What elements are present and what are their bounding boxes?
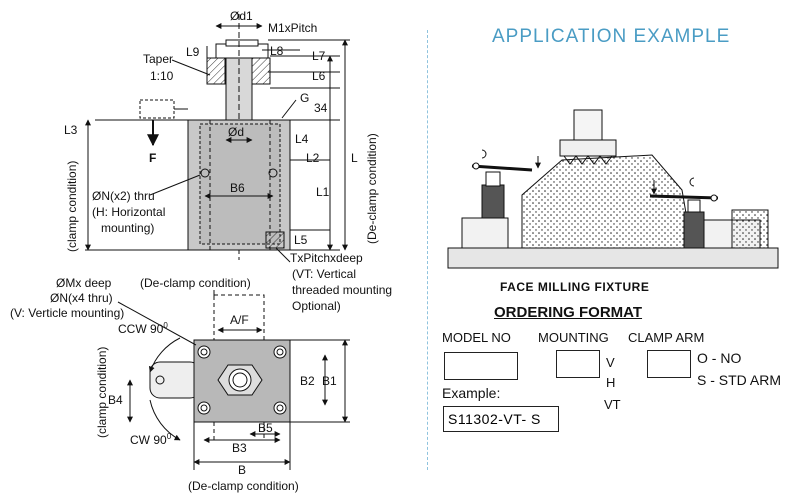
label-h-mount: (H: Horizontal (92, 205, 165, 219)
label-d1: Ød1 (230, 9, 253, 23)
label-n4: ØN(x4 thru) (50, 291, 113, 305)
mounting-option-h: H (606, 375, 616, 390)
technical-drawing: Ød1 M1xPitch L9 L8 L7 L6 Taper 1:10 G 34… (10, 9, 392, 493)
model-no-box (444, 352, 518, 380)
label-declamp-bottom: (De-clamp condition) (188, 479, 299, 493)
label-m1: M1xPitch (268, 21, 317, 35)
clamp-arm-option-std: S - STD ARM (697, 372, 782, 388)
side-view (85, 14, 350, 263)
label-l7: L7 (312, 49, 326, 63)
label-cw: CW 900 (130, 432, 172, 447)
label-taper: Taper (143, 52, 173, 66)
ordering-title: ORDERING FORMAT (494, 304, 643, 321)
label-mounting: mounting) (101, 221, 154, 235)
label-l1: L1 (316, 185, 330, 199)
label-b: B (238, 463, 246, 477)
label-l3: L3 (64, 123, 78, 137)
label-b6: B6 (230, 181, 245, 195)
label-b1: B1 (322, 374, 337, 388)
label-clamp-left-top: (clamp condition) (65, 161, 79, 252)
plan-view (117, 290, 350, 470)
example-value: S11302-VT- S (448, 411, 541, 427)
section-divider (427, 30, 428, 470)
example-label: Example: (442, 385, 501, 401)
label-taper-ratio: 1:10 (150, 69, 174, 83)
label-n-thru: ØN(x2) thru (92, 189, 155, 203)
label-l8: L8 (270, 44, 284, 58)
label-declamp-top: (De-clamp condition) (140, 276, 251, 290)
example-box: S11302-VT- S (443, 406, 559, 432)
label-b5: B5 (258, 421, 273, 435)
label-34: 34 (314, 101, 328, 115)
label-mx: ØMx deep (56, 276, 112, 290)
label-declamp-right: (De-clamp condition) (365, 133, 379, 244)
label-b3: B3 (232, 441, 247, 455)
label-ccw: CCW 900 (118, 321, 168, 336)
label-l6: L6 (312, 69, 326, 83)
label-tx: TxPitchxdeep (290, 251, 363, 265)
label-b4: B4 (108, 393, 123, 407)
label-vt2: threaded mounting (292, 283, 392, 297)
label-af: A/F (230, 313, 249, 327)
label-f: F (149, 151, 156, 165)
label-l: L (351, 151, 358, 165)
model-no-label: MODEL NO (442, 330, 511, 345)
application-title: APPLICATION EXAMPLE (492, 26, 731, 47)
label-v-mount: (V: Verticle mounting) (10, 306, 124, 320)
clamp-arm-box (647, 350, 691, 378)
label-b2: B2 (300, 374, 315, 388)
clamp-arm-label: CLAMP ARM (628, 330, 705, 345)
label-d: Ød (228, 125, 244, 139)
label-g: G (300, 91, 309, 105)
label-l9: L9 (186, 45, 200, 59)
mounting-box (556, 350, 600, 378)
label-l5: L5 (294, 233, 308, 247)
mounting-option-vt: VT (604, 397, 621, 412)
mounting-option-v: V (606, 355, 615, 370)
label-l2: L2 (306, 151, 320, 165)
clamp-arm-option-no: O - NO (697, 350, 742, 366)
label-l4: L4 (295, 132, 309, 146)
mounting-label: MOUNTING (538, 330, 609, 345)
label-vt1: (VT: Vertical (292, 267, 356, 281)
label-clamp-left-bottom: (clamp condition) (95, 347, 109, 438)
label-vt3: Optional) (292, 299, 341, 313)
fixture-caption: FACE MILLING FIXTURE (500, 280, 650, 294)
fixture-illustration (447, 109, 779, 269)
